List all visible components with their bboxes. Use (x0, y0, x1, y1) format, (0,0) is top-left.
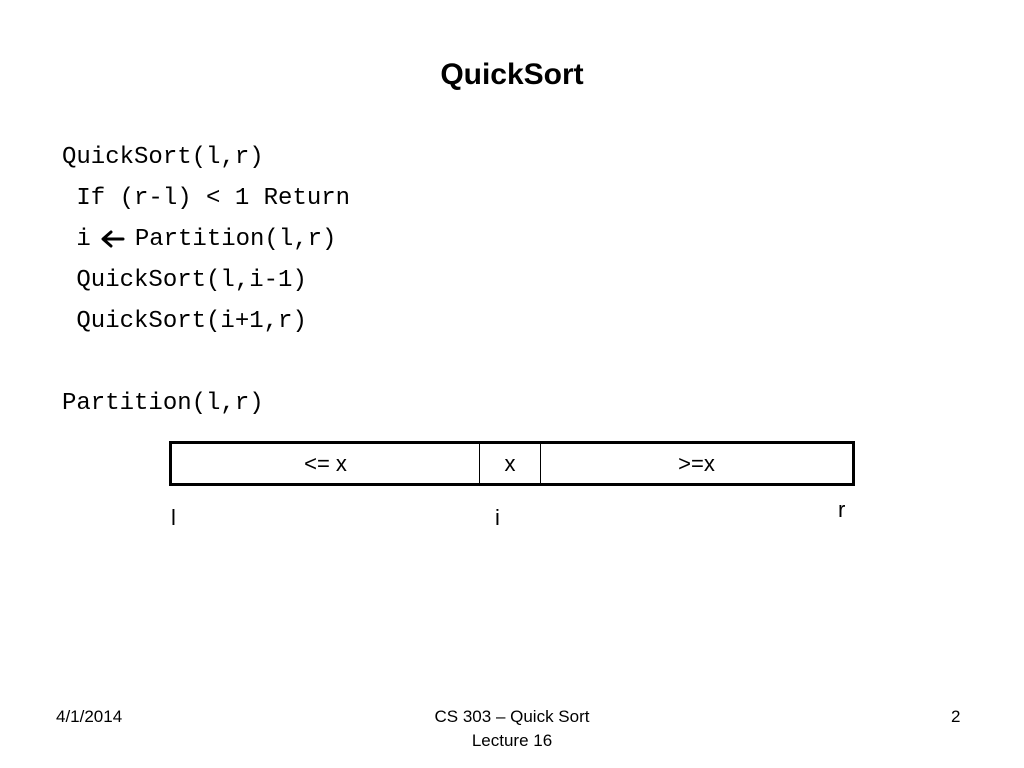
index-label-i: i (495, 505, 500, 530)
left-arrow-icon (101, 230, 125, 248)
code-line-recurse-right: QuickSort(i+1,r) (62, 308, 307, 335)
footer-course: CS 303 – Quick Sort (434, 707, 590, 726)
code-line-quicksort-header: QuickSort(l,r) (62, 144, 264, 171)
footer-lecture: Lecture 16 (471, 731, 553, 750)
array-cell-greater-equal: >=x (678, 450, 715, 476)
slide-title: QuickSort (440, 58, 584, 91)
footer-course-title: CS 303 – Quick Sort Lecture 16 (312, 705, 712, 753)
code-partition-expression: Partition(l,r) (134, 226, 337, 253)
footer-page-number: 2 (951, 707, 961, 726)
code-line-base-case: If (r-l) < 1 Return (62, 185, 351, 212)
footer-date: 4/1/2014 (56, 707, 123, 726)
partition-array-diagram: <= x x >=x (169, 441, 855, 486)
index-label-r: r (838, 497, 846, 522)
code-variable-i: i (62, 226, 91, 253)
array-cell-pivot: x (480, 444, 541, 483)
code-line-recurse-left: QuickSort(l,i-1) (62, 267, 307, 294)
array-cell-less-equal: <= x (172, 444, 480, 483)
code-line-partition-call: i Partition(l,r) (62, 222, 336, 258)
code-line-partition-header: Partition(l,r) (62, 390, 264, 417)
index-label-l: l (171, 505, 176, 530)
